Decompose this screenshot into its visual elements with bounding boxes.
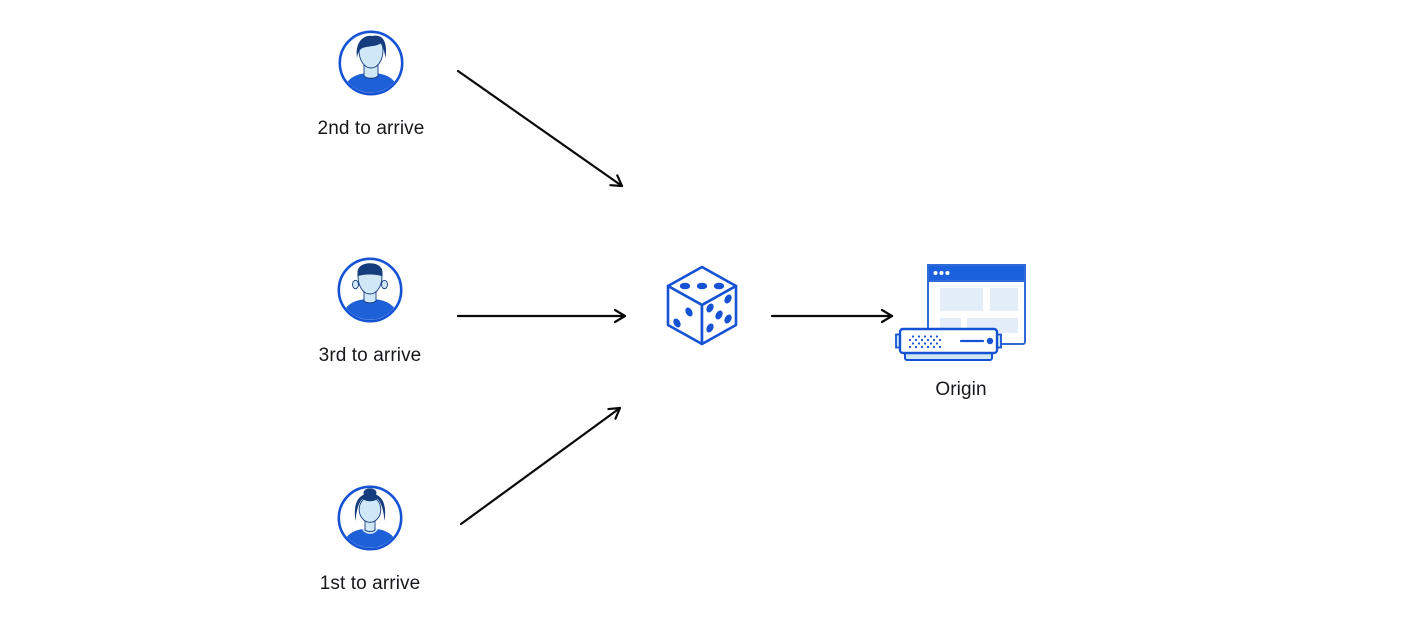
arrow-1st-to-dice — [459, 406, 622, 526]
client-node-1st: 1st to arrive — [295, 485, 445, 595]
client-node-3rd: 3rd to arrive — [295, 257, 445, 367]
man-avatar-icon — [337, 257, 403, 323]
arrow-2nd-to-dice — [456, 69, 624, 188]
client-label: 2nd to arrive — [317, 118, 425, 139]
client-label: 1st to arrive — [319, 573, 421, 594]
origin-node: Origin — [895, 261, 1027, 401]
client-node-2nd: 2nd to arrive — [296, 30, 446, 140]
dice-icon — [665, 264, 739, 348]
woman-avatar-icon — [337, 485, 403, 551]
router-node — [665, 264, 739, 348]
origin-server-browser-icon — [895, 261, 1027, 363]
man-quiff-avatar-icon — [338, 30, 404, 96]
origin-label: Origin — [935, 379, 987, 400]
client-label: 3rd to arrive — [318, 345, 422, 366]
